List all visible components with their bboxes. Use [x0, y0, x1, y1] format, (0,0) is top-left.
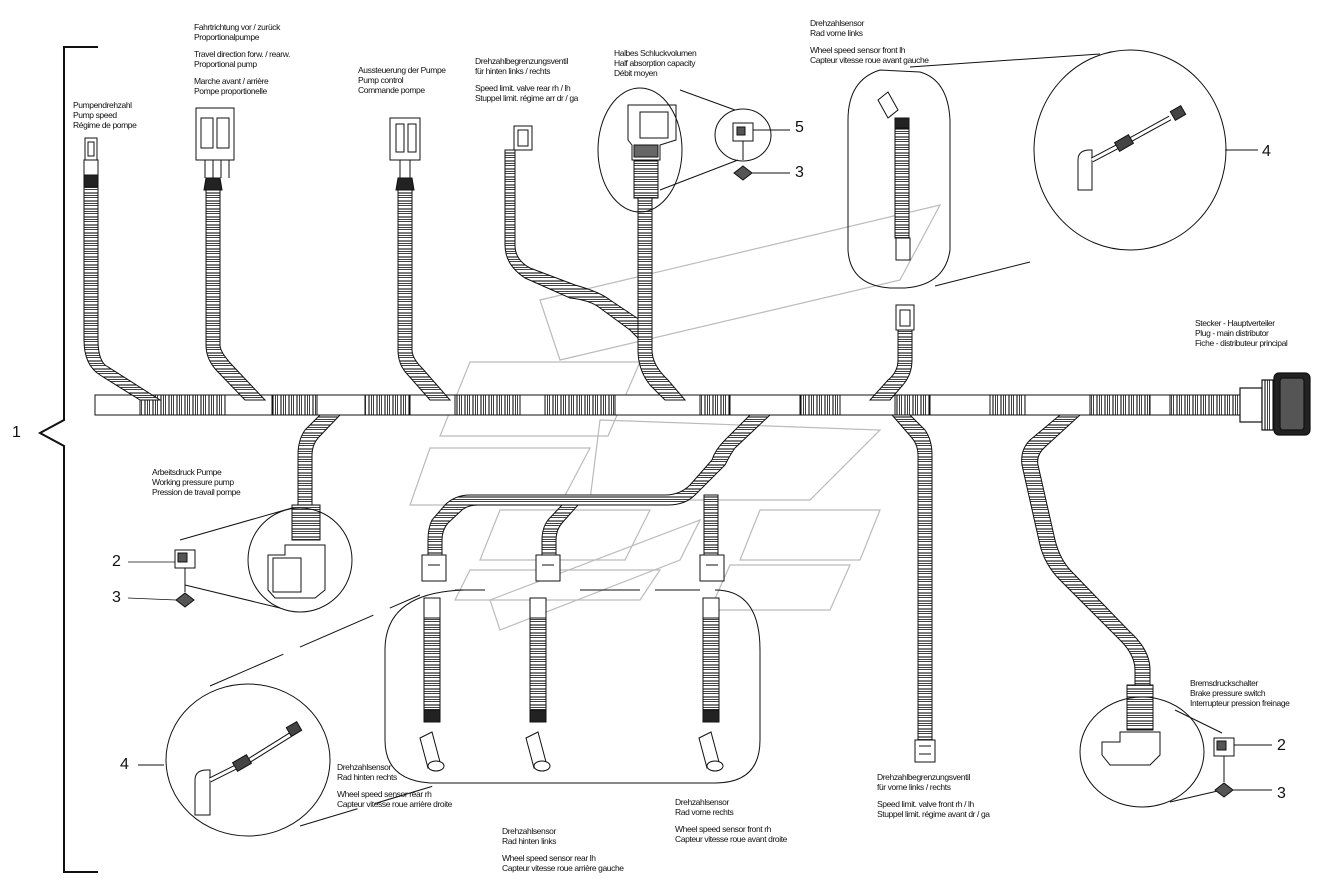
- label-wheel-speed-rear-lh: Drehzahlsensor Rad hinten links Wheel sp…: [502, 826, 624, 873]
- callout-5-top: 5: [795, 119, 804, 136]
- label-pump-control: Aussteuerung der Pumpe Pump control Comm…: [358, 65, 446, 95]
- branch-speed-limit-front: [890, 414, 936, 763]
- branch-pump-speed: [83, 137, 162, 401]
- label-wheel-speed-front-lh: Drehzahlsensor Rad vorne links Wheel spe…: [810, 18, 929, 65]
- branch-brake-pressure: [1021, 414, 1161, 766]
- branch-half-absorption: [627, 104, 687, 401]
- callout-1: 1: [12, 424, 21, 441]
- detail-bubble-rear-sensors: [138, 589, 761, 837]
- branch-sensor-plug-stub: [868, 304, 915, 401]
- callout-3-right: 3: [1277, 785, 1286, 802]
- label-wheel-speed-front-rh: Drehzahlsensor Rad vorne rechts Wheel sp…: [675, 797, 788, 844]
- detail-bubble-half-absorption: [597, 87, 790, 213]
- detail-bubble-working-pressure: [174, 507, 353, 613]
- callout-3-top: 3: [795, 164, 804, 181]
- detail-bubble-brake-pressure: [1079, 696, 1272, 808]
- watermark-logo: [409, 204, 942, 631]
- callout-4-left: 4: [120, 756, 129, 773]
- label-speed-limit-rear: Drehzahlbegrenzungsventil für hinten lin…: [475, 56, 579, 103]
- label-speed-limit-front: Drehzahlbegrenzungsventil für vorne link…: [877, 772, 990, 819]
- branch-travel-direction: [195, 107, 267, 401]
- label-wheel-speed-rear-rh: Drehzahlsensor Rad hinten rechts Wheel s…: [337, 762, 452, 809]
- callout-4-right: 4: [1262, 143, 1271, 160]
- branch-working-pressure: [267, 414, 342, 599]
- label-brake-pressure: Bremsdruckschalter Brake pressure switch…: [1190, 678, 1290, 708]
- leader-lines: [127, 561, 177, 601]
- label-travel-direction: Fahrtrichtung vor / zurück Proportionalp…: [194, 22, 290, 96]
- branch-rear-sensors: [421, 414, 772, 582]
- callout-2-left: 2: [112, 553, 121, 570]
- main-trunk: [94, 394, 1241, 416]
- callout-3-left: 3: [112, 589, 121, 606]
- label-plug-main-distributor: Stecker - Hauptverteiler Plug - main dis…: [1195, 318, 1288, 348]
- label-working-pressure: Arbeitsdruck Pumpe Working pressure pump…: [152, 467, 241, 497]
- branch-pump-control: [389, 117, 452, 401]
- callout-2-right: 2: [1277, 737, 1286, 754]
- detail-bubble-front-lh: [847, 49, 1258, 289]
- branch-speed-limit-rear: [504, 125, 641, 342]
- main-distributor-plug: [1239, 372, 1311, 436]
- label-half-absorption: Halbes Schluckvolumen Half absorption ca…: [614, 48, 697, 78]
- assembly-brace: [37, 46, 98, 873]
- label-pump-speed: Pumpendrehzahl Pump speed Régime de pomp…: [73, 100, 137, 130]
